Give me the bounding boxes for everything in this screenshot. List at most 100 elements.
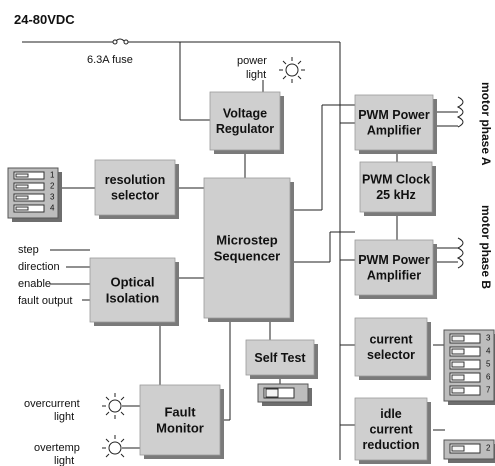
- optical-isolation-label: Optical: [110, 275, 154, 290]
- voltage-regulator-label: Voltage: [223, 107, 267, 121]
- power-light-icon: [279, 57, 305, 83]
- dip-switch-number: 5: [486, 360, 491, 369]
- self-test-switch-slot: [263, 387, 295, 399]
- block-face: [354, 317, 428, 377]
- overcurrent-light-label-2: light: [54, 411, 74, 423]
- overcurrent-light-icon: [102, 393, 125, 419]
- idle-current-reduction-label: idle: [380, 407, 402, 421]
- resolution-selector-label: selector: [111, 189, 159, 203]
- dip-switch-knob: [451, 348, 465, 355]
- idle-current-reduction-label: current: [369, 422, 413, 436]
- dip-switch-number: 1: [50, 171, 55, 180]
- pwm-power-amp-a-label: Amplifier: [367, 124, 421, 138]
- motor-phase-a-label: motor phase A: [479, 82, 493, 166]
- dip-switch-knob: [451, 335, 465, 342]
- pwm-power-amp-a-label: PWM Power: [358, 108, 430, 122]
- block-face: [354, 239, 434, 296]
- fault-monitor-label: Fault: [164, 405, 196, 420]
- pwm-clock-label: PWM Clock: [362, 173, 430, 187]
- dip-switch-number: 2: [486, 444, 491, 453]
- dip-switch-knob: [15, 206, 29, 211]
- motor-phase-b-label: motor phase B: [479, 205, 493, 289]
- block-face: [245, 339, 315, 376]
- self-test-switch-icon: [257, 383, 312, 406]
- wires: [22, 38, 464, 460]
- dip-switch-slot: [13, 171, 45, 180]
- dip-switch-number: 7: [486, 386, 491, 395]
- self-test-block: Self Test: [245, 339, 318, 379]
- input-enable-label: enable: [18, 278, 51, 290]
- overtemp-light-label-1: overtemp: [34, 442, 80, 454]
- dip-switch-slot: [13, 182, 45, 191]
- block-face: [203, 177, 291, 319]
- resolution-dip-switch-icon: 1 2 3 4: [7, 167, 62, 222]
- fuse-label: 6.3A fuse: [87, 54, 133, 66]
- dip-switch-number: 2: [50, 182, 55, 191]
- power-light-label-2: light: [246, 69, 266, 81]
- dip-switch-knob: [451, 445, 465, 452]
- pwm-power-amp-b-label: PWM Power: [358, 253, 430, 267]
- input-fault-output-label: fault output: [18, 295, 72, 307]
- dip-switch-slot: [449, 385, 481, 396]
- switch-banks: 1 2 3 4 3 4 5 6 7 2: [7, 167, 495, 463]
- current-selector-label: current: [369, 333, 413, 347]
- dip-switch-knob: [451, 387, 465, 394]
- fault-monitor-label: Monitor: [156, 421, 204, 436]
- dip-switch-number: 3: [486, 334, 491, 343]
- overtemp-light-label-2: light: [54, 455, 74, 466]
- power-light-label-1: power: [237, 55, 267, 67]
- pwm-power-amp-b-label: Amplifier: [367, 269, 421, 283]
- block-face: [139, 384, 221, 456]
- dip-switch-slot: [13, 204, 45, 213]
- dip-switch-number: 4: [486, 347, 491, 356]
- block-face: [209, 91, 281, 151]
- current-dip-switch-icon: 3 4 5 6 7: [443, 329, 495, 405]
- block-face: [359, 161, 433, 213]
- dip-switch-knob: [15, 184, 29, 189]
- dip-switch-knob: [15, 173, 29, 178]
- dip-switch-number: 6: [486, 373, 491, 382]
- dip-switch-slot: [449, 372, 481, 383]
- dip-switch-slot: [449, 443, 481, 454]
- input-step-label: step: [18, 244, 39, 256]
- microstep-sequencer-label: Microstep: [216, 233, 277, 248]
- dip-switch-number: 4: [50, 204, 55, 213]
- dip-switch-number: 3: [50, 193, 55, 202]
- idle-dip-switch-icon: 2: [443, 439, 495, 463]
- dip-switch-slot: [13, 193, 45, 202]
- dip-switch-slot: [449, 333, 481, 344]
- current-selector-label: selector: [367, 348, 415, 362]
- dip-switch-knob: [15, 195, 29, 200]
- block-face: [94, 159, 176, 216]
- voltage-regulator-label: Regulator: [216, 122, 274, 136]
- overcurrent-light-label-1: overcurrent: [24, 398, 80, 410]
- resolution-selector-label: resolution: [105, 173, 165, 187]
- self-test-label: Self Test: [254, 351, 306, 365]
- microstep-sequencer-label: Sequencer: [214, 249, 280, 264]
- dip-switch-slot: [449, 346, 481, 357]
- overtemp-light-icon: [102, 435, 125, 458]
- dip-switch-knob: [451, 361, 465, 368]
- pwm-clock-label: 25 kHz: [376, 188, 416, 202]
- dip-switch-slot: [449, 359, 481, 370]
- dip-switch-knob: [451, 374, 465, 381]
- idle-current-reduction-label: reduction: [363, 438, 420, 452]
- self-test-switch-knob: [265, 388, 279, 398]
- block-face: [354, 397, 428, 461]
- block-face: [354, 94, 434, 151]
- supply-voltage-label: 24-80VDC: [14, 12, 75, 27]
- block-face: [89, 257, 176, 323]
- input-direction-label: direction: [18, 261, 60, 273]
- optical-isolation-label: Isolation: [106, 291, 160, 306]
